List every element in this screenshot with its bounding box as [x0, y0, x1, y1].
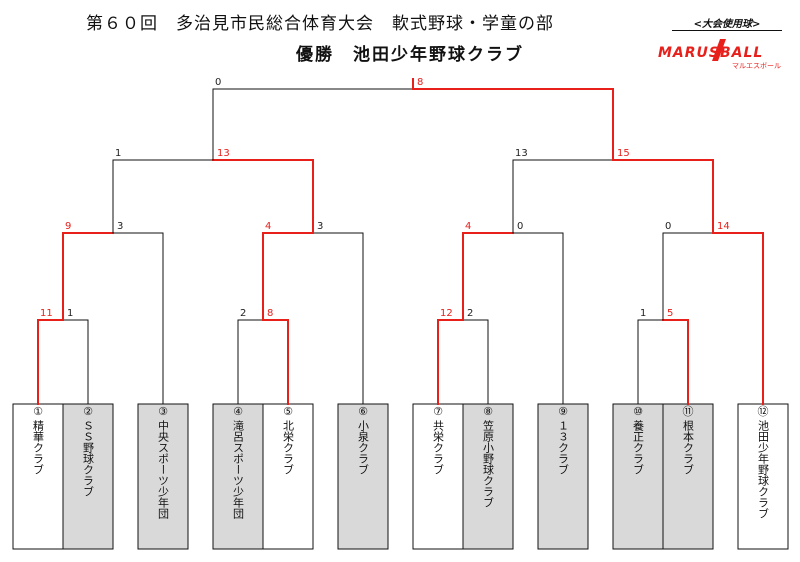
r2-match-2-right-score: 3 — [317, 221, 323, 232]
svg-text:MARUSBALL: MARUSBALL — [658, 45, 763, 61]
team-box — [212, 403, 264, 550]
team-seed: ⑦ — [433, 405, 443, 418]
team-name: ＳＳ野球クラブ — [82, 420, 95, 497]
team-box — [537, 403, 589, 550]
team-seed: ② — [83, 405, 93, 418]
team-name: 根本クラブ — [682, 419, 695, 475]
team-seed: ⑫ — [758, 405, 769, 418]
team-name: 北栄クラブ — [282, 420, 295, 475]
team-seed: ③ — [158, 405, 168, 418]
team-box — [462, 403, 514, 550]
semi-match-1-right-score: 13 — [217, 148, 230, 159]
team-seed: ① — [33, 405, 43, 418]
team-name: 笠原小野球クラブ — [482, 419, 495, 508]
r2-match-2-left-score: 4 — [265, 221, 271, 232]
r2-match-3-right-score: 0 — [517, 221, 523, 232]
team-box — [337, 403, 389, 550]
r2-match-4-right-score: 14 — [717, 221, 730, 232]
team-name: １３クラブ — [557, 420, 570, 475]
team-seed: ⑥ — [358, 405, 368, 418]
marus-ball-logo: MARUSBALL マルエスボール — [658, 39, 781, 70]
r1-match-4-left-score: 1 — [640, 308, 646, 319]
r2-match-1-right-score: 3 — [117, 221, 123, 232]
r1-match-4-right-score: 5 — [667, 308, 673, 319]
r1-match-1-left-score: 11 — [40, 308, 53, 319]
r1-match-2-right-score: 8 — [267, 308, 273, 319]
team-seed: ⑨ — [558, 405, 568, 418]
team-name: 小泉クラブ — [357, 420, 370, 475]
r1-match-3-right-score: 2 — [467, 308, 473, 319]
svg-text:マルエスボール: マルエスボール — [732, 62, 781, 70]
tournament-title: 第６０回 多治見市民総合体育大会 軟式野球・学童の部 — [86, 14, 554, 34]
champion-title: 優勝 池田少年野球クラブ — [296, 45, 524, 65]
r2-match-3-left-score: 4 — [465, 221, 471, 232]
semi-match-1-left-score: 1 — [115, 148, 121, 159]
team-box — [262, 403, 314, 550]
semi-match-2-left-score: 13 — [515, 148, 528, 159]
team-seed: ⑧ — [483, 405, 493, 418]
team-name: 精華クラブ — [32, 420, 45, 475]
team-name: 中央スポーツ少年団 — [157, 420, 170, 520]
official-ball-caption: <大会使用球> — [672, 15, 782, 31]
team-seed: ⑪ — [683, 405, 694, 418]
team-name: 滝呂スポーツ少年団 — [232, 420, 245, 520]
team-seed: ⑤ — [283, 405, 293, 418]
r1-match-3-left-score: 12 — [440, 308, 453, 319]
team-seed: ④ — [233, 405, 243, 418]
r1-match-2-left-score: 2 — [240, 308, 246, 319]
team-box — [137, 403, 189, 550]
semi-match-2-right-score: 15 — [617, 148, 630, 159]
final-match-left-score: 0 — [215, 77, 221, 88]
team-box — [12, 403, 64, 550]
team-name: 養正クラブ — [632, 419, 645, 475]
final-match-right-score: 8 — [417, 77, 423, 88]
r1-match-1-right-score: 1 — [67, 308, 73, 319]
team-box — [662, 403, 714, 550]
team-name: 池田少年野球クラブ — [757, 420, 770, 519]
team-box — [737, 403, 789, 550]
team-box — [62, 403, 114, 550]
r2-match-1-left-score: 9 — [65, 221, 71, 232]
team-name: 共栄クラブ — [432, 420, 445, 475]
team-seed: ⑩ — [633, 405, 643, 418]
r2-match-4-left-score: 0 — [665, 221, 671, 232]
